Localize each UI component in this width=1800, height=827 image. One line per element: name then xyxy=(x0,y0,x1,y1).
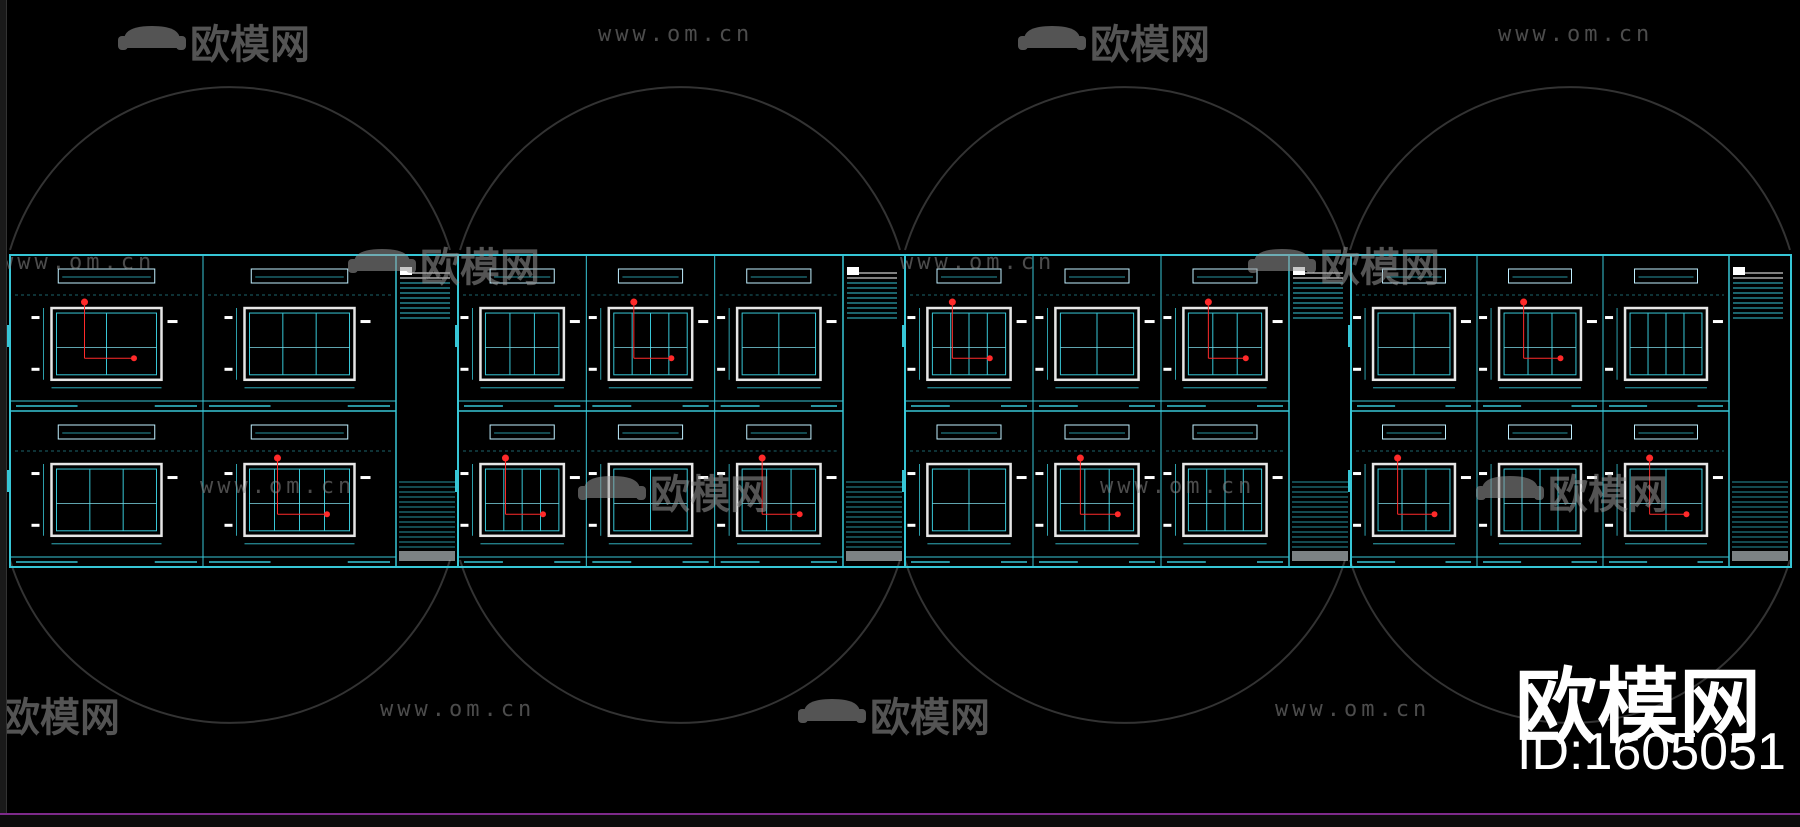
watermark-sofa-icon xyxy=(1248,249,1316,273)
watermark-sofa-icon xyxy=(348,249,416,273)
watermark-brand: 欧模网 xyxy=(190,22,310,68)
watermark-brand: 欧模网 xyxy=(420,245,540,291)
watermark-brand: 欧模网 xyxy=(1090,22,1210,68)
model-id-label: ID:1605051 xyxy=(1517,723,1786,781)
drawing-sheet xyxy=(902,254,1352,568)
drawing-sheets xyxy=(7,254,1792,568)
watermark-site: www.om.cn xyxy=(200,474,356,499)
watermark-brand: 欧模网 xyxy=(1548,472,1668,518)
watermark-site: www.om.cn xyxy=(380,697,536,722)
watermark-sofa-icon xyxy=(118,26,186,50)
watermark-site: www.om.cn xyxy=(0,250,156,275)
watermark-site: www.om.cn xyxy=(1275,697,1431,722)
brand-watermark-large: 欧模网 xyxy=(1515,660,1762,755)
watermark-brand: 欧模网 xyxy=(650,472,770,518)
watermark-site: www.om.cn xyxy=(598,22,754,47)
left-window-edge xyxy=(0,0,7,827)
watermark-site: www.om.cn xyxy=(1498,22,1654,47)
background-arcs xyxy=(9,86,1791,724)
drawing-sheet xyxy=(7,254,459,568)
watermark-sofa-icon xyxy=(1476,476,1544,500)
watermark-brand: 欧模网 xyxy=(870,695,990,741)
watermark-site: www.om.cn xyxy=(1100,474,1256,499)
window-status-bar xyxy=(0,813,1800,827)
drawing-sheet xyxy=(455,254,906,568)
watermark-brand: 欧模网 xyxy=(0,695,120,741)
watermark-sofa-icon xyxy=(1018,26,1086,50)
watermark-site: www.om.cn xyxy=(900,250,1056,275)
watermark-sofa-icon xyxy=(798,699,866,723)
watermark-brand: 欧模网 xyxy=(1320,245,1440,291)
drawing-sheet xyxy=(1348,254,1792,568)
watermark-sofa-icon xyxy=(578,476,646,500)
